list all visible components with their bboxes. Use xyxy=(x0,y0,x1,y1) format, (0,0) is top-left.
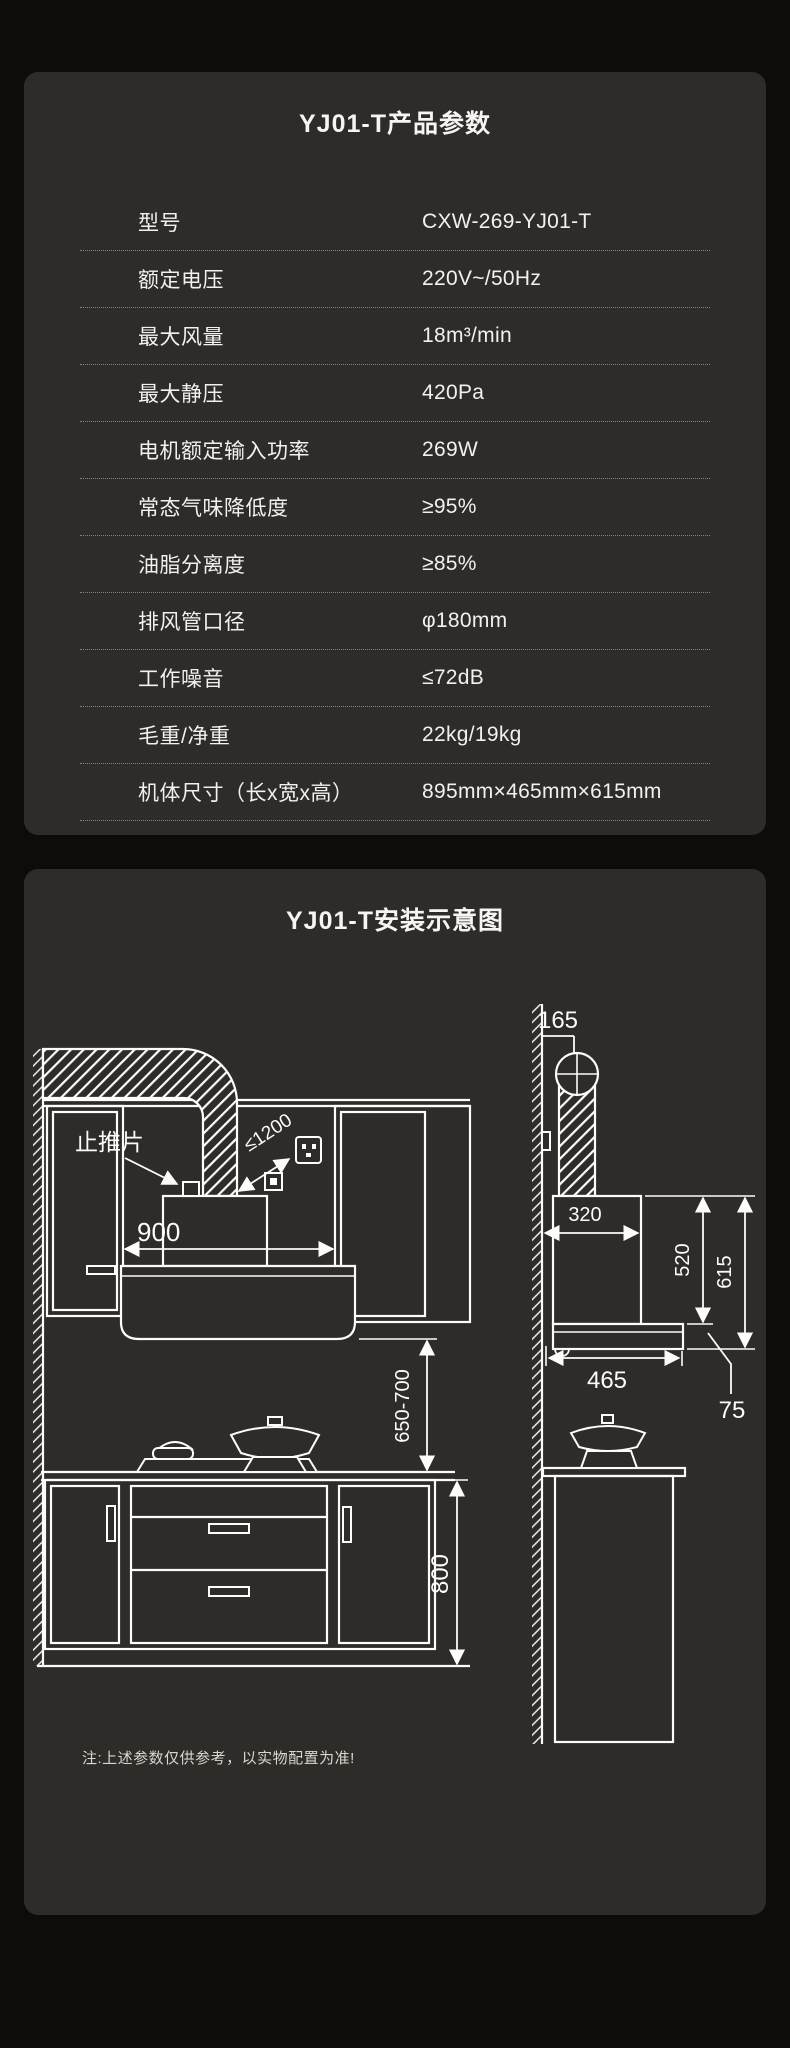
product-detail-page: YJ01-T产品参数 型号 CXW-269-YJ01-T 额定电压 220V~/… xyxy=(0,72,790,1915)
spec-value: CXW-269-YJ01-T xyxy=(422,210,592,233)
base-cabinet-side xyxy=(553,1474,675,1744)
dim-615: 615 xyxy=(714,1255,736,1288)
spec-value: 22kg/19kg xyxy=(422,723,522,746)
exhaust-duct-side xyxy=(557,1082,597,1198)
cabinet-handle xyxy=(106,1505,116,1542)
drawer-handle xyxy=(208,1586,250,1597)
dim-465: 465 xyxy=(587,1367,627,1394)
spec-value: 220V~/50Hz xyxy=(422,267,542,290)
spec-value: 269W xyxy=(422,438,479,461)
table-row: 电机额定输入功率 269W xyxy=(80,422,710,479)
dim-165: 165 xyxy=(538,1007,578,1034)
base-cabinet xyxy=(43,1478,437,1651)
countertop-side xyxy=(541,1466,687,1478)
thrust-plate xyxy=(182,1181,200,1197)
spec-panel: YJ01-T产品参数 型号 CXW-269-YJ01-T 额定电压 220V~/… xyxy=(24,72,766,835)
dim-75: 75 xyxy=(719,1397,746,1424)
spec-value: 18m³/min xyxy=(422,324,512,347)
dim-320: 320 xyxy=(568,1204,601,1226)
power-socket-icon xyxy=(295,1136,322,1164)
spec-value: φ180mm xyxy=(422,609,508,632)
spec-label: 机体尺寸（长x宽x高） xyxy=(138,782,354,805)
thrust-plate-leader xyxy=(124,1157,179,1185)
installation-panel: YJ01-T安装示意图 xyxy=(24,869,766,1915)
wall-hatch xyxy=(33,1049,43,1666)
wall-hatch xyxy=(532,1004,542,1744)
wall-cabinet-left xyxy=(45,1104,125,1318)
side-view xyxy=(532,1004,755,1744)
table-row: 额定电压 220V~/50Hz xyxy=(80,251,710,308)
spec-value: ≥95% xyxy=(422,495,477,518)
dim-75-leader xyxy=(707,1332,732,1394)
spec-label: 最大风量 xyxy=(138,326,224,349)
spec-value: 895mm×465mm×615mm xyxy=(422,780,662,803)
table-row: 油脂分离度 ≥85% xyxy=(80,536,710,593)
cooktop xyxy=(135,1416,321,1473)
spec-label: 型号 xyxy=(138,212,181,235)
table-row: 型号 CXW-269-YJ01-T xyxy=(80,194,710,251)
dim-900: 900 xyxy=(137,1217,180,1247)
spec-label: 排风管口径 xyxy=(138,611,246,634)
cabinet-handle xyxy=(86,1265,116,1275)
spec-label: 额定电压 xyxy=(138,269,224,292)
spec-value: ≥85% xyxy=(422,552,477,575)
dim-socket-distance: ≤1200 xyxy=(240,1110,296,1156)
front-view xyxy=(33,1047,472,1668)
table-row: 排风管口径 φ180mm xyxy=(80,593,710,650)
hood-body-side xyxy=(551,1322,685,1351)
cabinet-handle xyxy=(342,1506,352,1543)
spec-label: 工作噪音 xyxy=(138,668,224,691)
table-row: 机体尺寸（长x宽x高） 895mm×465mm×615mm xyxy=(80,764,710,821)
table-row: 最大风量 18m³/min xyxy=(80,308,710,365)
installation-panel-title: YJ01-T安装示意图 xyxy=(286,907,504,935)
dim-650-700: 650-700 xyxy=(392,1369,414,1442)
disclaimer-note: 注:上述参数仅供参考，以实物配置为准! xyxy=(82,1750,355,1767)
wall-bracket xyxy=(541,1131,551,1151)
dim-520: 520 xyxy=(672,1243,694,1276)
dim-800: 800 xyxy=(427,1554,454,1594)
installation-diagram: 止推片 ≤1200 900 650-700 800 165 320 520 61… xyxy=(33,1004,755,1744)
exhaust-duct xyxy=(41,1047,239,1198)
wok-lid-knob xyxy=(267,1416,283,1426)
spec-label: 常态气味降低度 xyxy=(138,497,289,520)
table-row: 常态气味降低度 ≥95% xyxy=(80,479,710,536)
table-row: 毛重/净重 22kg/19kg xyxy=(80,707,710,764)
wok-side xyxy=(569,1414,647,1469)
spec-value: 420Pa xyxy=(422,381,485,404)
drawer-handle xyxy=(208,1523,250,1534)
socket-distance-arrow xyxy=(237,1158,291,1192)
burner-stand xyxy=(242,1456,308,1473)
spec-panel-title: YJ01-T产品参数 xyxy=(299,110,491,138)
hood-body xyxy=(119,1264,357,1341)
spec-table: 型号 CXW-269-YJ01-T 额定电压 220V~/50Hz 最大风量 1… xyxy=(80,194,710,821)
spec-label: 最大静压 xyxy=(138,383,224,406)
switch-icon xyxy=(264,1172,283,1191)
spec-label: 油脂分离度 xyxy=(138,554,246,577)
spec-value: ≤72dB xyxy=(422,666,485,689)
spec-label: 毛重/净重 xyxy=(138,725,231,748)
thrust-plate-label: 止推片 xyxy=(75,1129,144,1155)
table-row: 工作噪音 ≤72dB xyxy=(80,650,710,707)
spec-label: 电机额定输入功率 xyxy=(138,440,310,463)
table-row: 最大静压 420Pa xyxy=(80,365,710,422)
wok xyxy=(229,1426,321,1460)
